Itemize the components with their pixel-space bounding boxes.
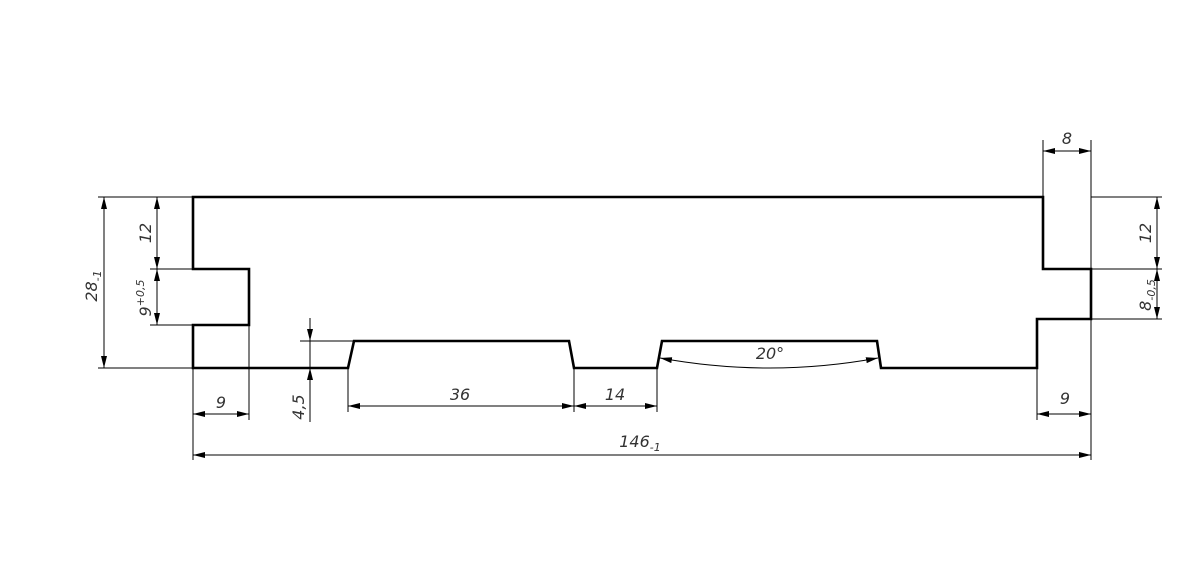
dim-left-groove: 9+0,5 xyxy=(134,280,155,317)
dim-left-groove-depth: 9 xyxy=(216,393,226,412)
extension-lines xyxy=(98,140,1162,460)
dim-right-tongue: 8-0,5 xyxy=(1136,279,1158,311)
dim-total-width: 146-1 xyxy=(619,432,661,454)
dim-right-bottom-offset: 9 xyxy=(1060,389,1070,408)
dimension-lines xyxy=(101,148,1160,458)
dim-right-tongue-width: 8 xyxy=(1062,129,1072,148)
dim-gap-width: 14 xyxy=(605,385,625,404)
dim-rib-width: 36 xyxy=(450,385,470,404)
profile-outline xyxy=(191,195,1093,370)
dim-total-height: 28-1 xyxy=(82,270,104,301)
dim-left-top: 12 xyxy=(136,223,155,243)
dim-right-top: 12 xyxy=(1136,223,1155,243)
dim-rib-height: 4,5 xyxy=(289,394,308,419)
dim-angle: 20° xyxy=(756,344,784,363)
